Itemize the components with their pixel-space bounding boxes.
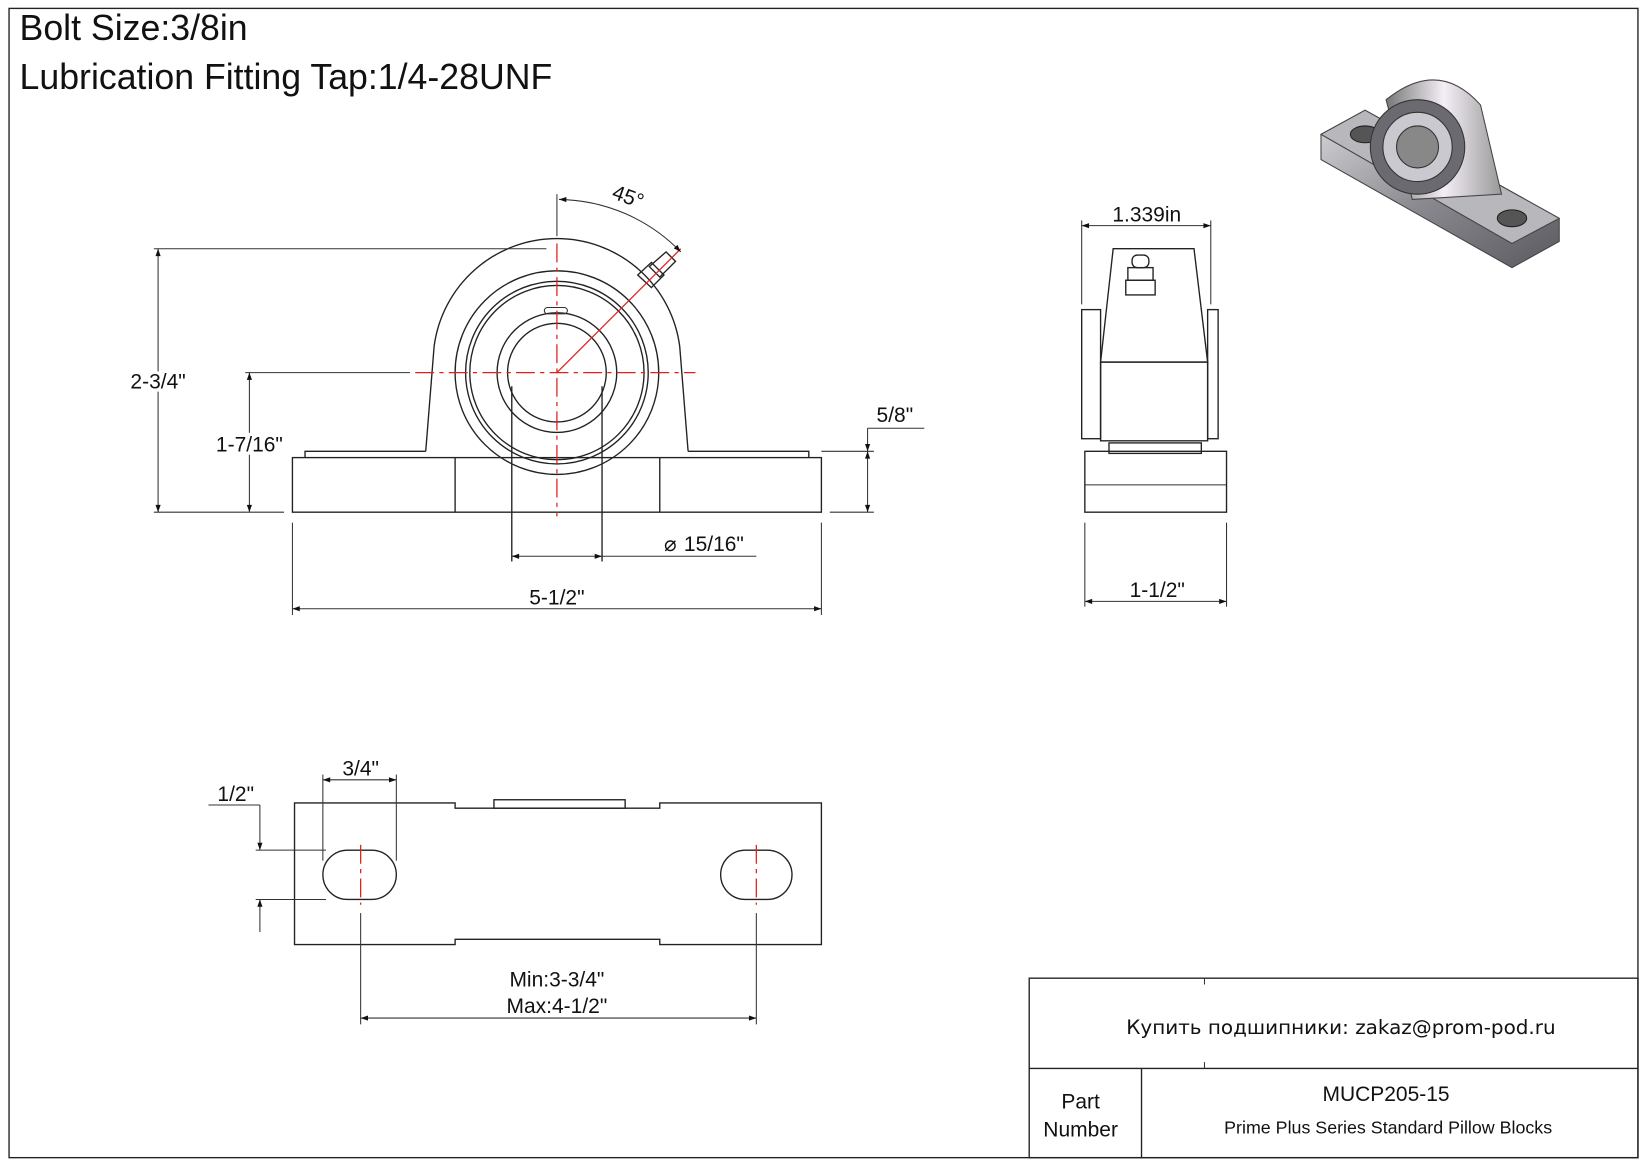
part-number: MUCP205-15 — [1322, 1083, 1449, 1106]
lubrication-label: Lubrication Fitting Tap:1/4-28UNF — [20, 57, 553, 97]
slot-width-dimension: 1/2" — [217, 783, 254, 806]
bore-dimension: 15/16" — [684, 533, 744, 556]
bolt-spacing-max: Max:4-1/2" — [507, 995, 608, 1018]
front-view: 45° 2-3/4" 1-7/16" 5/8" ⌀ 15/16" 5-1/2" — [127, 181, 925, 616]
base-width-dimension: 1-1/2" — [1130, 579, 1185, 602]
drawing-border — [8, 7, 1639, 1159]
grease-fitting-icon — [1125, 254, 1156, 296]
part-description: Prime Plus Series Standard Pillow Blocks — [1224, 1118, 1552, 1138]
bottom-view: 3/4" 1/2" Min:3-3/4" Max:4-1/2" — [208, 758, 823, 1025]
bolt-size-label: Bolt Size:3/8in — [20, 8, 248, 48]
height-total-dimension: 2-3/4" — [130, 370, 185, 393]
center-height-dimension: 1-7/16" — [216, 433, 283, 456]
length-dimension: 5-1/2" — [529, 587, 584, 610]
part-label: Part — [1061, 1090, 1100, 1113]
mounting-slot — [322, 849, 398, 901]
angle-dimension: 45° — [609, 181, 647, 213]
contact-text: Купить подшипники: zakaz@prom-pod.ru — [1126, 1015, 1555, 1039]
base-thickness-dimension: 5/8" — [877, 404, 914, 427]
top-width-dimension: 1.339in — [1112, 203, 1181, 226]
bolt-spacing-min: Min:3-3/4" — [509, 969, 604, 992]
pillow-block-3d-image — [1319, 79, 1561, 269]
side-view: 1.339in 1-1/2" — [1081, 203, 1228, 607]
bore-symbol: ⌀ — [664, 533, 677, 556]
grease-fitting-icon — [636, 250, 677, 289]
number-label: Number — [1043, 1119, 1118, 1142]
title-block: Купить подшипники: zakaz@prom-pod.ru Par… — [1028, 977, 1639, 1159]
slot-length-dimension: 3/4" — [342, 758, 379, 781]
